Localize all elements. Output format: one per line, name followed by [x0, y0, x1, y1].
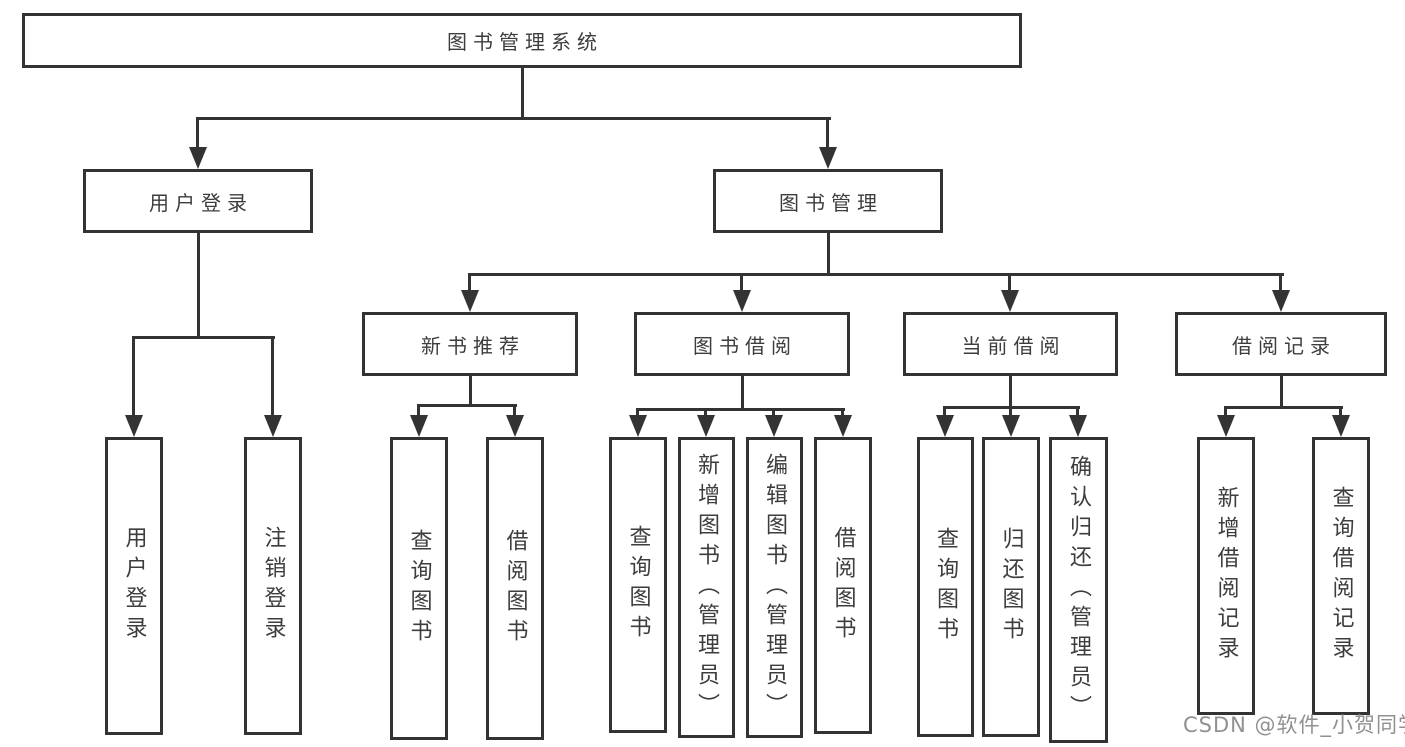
- connector-hline: [636, 408, 845, 411]
- arrow-down-icon: [1272, 290, 1290, 312]
- node-borrow-borrow-book: 借阅图书: [814, 437, 872, 734]
- connector-arrow-shaft: [468, 273, 471, 292]
- node-login: 用户登录: [105, 437, 163, 735]
- arrow-down-icon: [461, 290, 479, 312]
- arrow-down-icon: [697, 415, 715, 437]
- arrow-down-icon: [733, 290, 751, 312]
- connector-arrow-shaft: [1279, 273, 1282, 292]
- node-current-query-book: 查询图书: [917, 437, 974, 737]
- arrow-down-icon: [410, 415, 428, 437]
- connector-arrow-shaft: [704, 408, 707, 417]
- arrow-down-icon: [834, 415, 852, 437]
- node-logout-label: 注销登录: [260, 526, 286, 646]
- node-borrow-records: 借阅记录: [1175, 312, 1387, 376]
- node-borrow-edit-book: 编辑图书（管理员）: [746, 437, 803, 738]
- node-records-add-record-label: 新增借阅记录: [1213, 486, 1239, 666]
- arrow-down-icon: [1001, 290, 1019, 312]
- arrow-down-icon: [765, 415, 783, 437]
- node-recommend-borrow-book: 借阅图书: [486, 437, 544, 740]
- connector-hline: [132, 336, 275, 339]
- connector-arrow-shaft: [1339, 406, 1342, 417]
- arrow-down-icon: [819, 147, 837, 169]
- node-borrow-add-book-label: 新增图书（管理员）: [694, 452, 720, 723]
- arrow-down-icon: [506, 415, 524, 437]
- node-current-return-book-label: 归还图书: [998, 527, 1024, 647]
- node-borrow-add-book: 新增图书（管理员）: [678, 437, 735, 738]
- arrow-down-icon: [936, 415, 954, 437]
- connector-arrow-shaft: [417, 404, 420, 417]
- connector-arrow-shaft: [196, 117, 199, 149]
- connector-arrow-shaft: [1009, 406, 1012, 417]
- connector-arrow-shaft: [943, 406, 946, 417]
- node-new-book-recommend-label: 新书推荐: [421, 333, 525, 358]
- connector-arrow-shaft: [1224, 406, 1227, 417]
- node-current-return-book: 归还图书: [982, 437, 1040, 737]
- connector-hline: [197, 117, 831, 120]
- arrow-down-icon: [1002, 415, 1020, 437]
- node-root: 图书管理系统: [22, 13, 1022, 68]
- connector-arrow-shaft: [132, 336, 135, 417]
- connector-arrow-shaft: [740, 273, 743, 292]
- node-user-login: 用户登录: [83, 169, 313, 233]
- node-book-management-label: 图书管理: [779, 190, 883, 215]
- arrow-down-icon: [1217, 415, 1235, 437]
- node-book-borrow: 图书借阅: [634, 312, 850, 376]
- connector-hline: [1224, 406, 1343, 409]
- node-logout: 注销登录: [244, 437, 302, 735]
- node-book-borrow-label: 图书借阅: [693, 333, 797, 358]
- node-borrow-query-book-label: 查询图书: [625, 525, 651, 645]
- node-new-book-recommend: 新书推荐: [362, 312, 578, 376]
- node-login-label: 用户登录: [121, 526, 147, 646]
- connector-hline: [417, 404, 517, 407]
- node-borrow-edit-book-label: 编辑图书（管理员）: [762, 452, 788, 723]
- node-current-confirm-return-label: 确认归还（管理员）: [1066, 455, 1092, 725]
- csdn-watermark: CSDN @软件_小贺同学: [1183, 713, 1405, 737]
- node-borrow-query-book: 查询图书: [609, 437, 667, 733]
- node-recommend-query-book-label: 查询图书: [406, 528, 432, 649]
- node-root-label: 图书管理系统: [447, 30, 603, 54]
- arrow-down-icon: [264, 415, 282, 437]
- node-records-query-record-label: 查询借阅记录: [1328, 486, 1354, 666]
- arrow-down-icon: [629, 415, 647, 437]
- node-records-add-record: 新增借阅记录: [1197, 437, 1255, 715]
- connector-arrow-shaft: [772, 408, 775, 417]
- node-borrow-records-label: 借阅记录: [1232, 333, 1336, 358]
- node-user-login-label: 用户登录: [149, 190, 253, 215]
- arrow-down-icon: [1332, 415, 1350, 437]
- connector-arrow-shaft: [1076, 406, 1079, 417]
- connector-vline: [1280, 376, 1283, 409]
- node-book-management: 图书管理: [713, 169, 943, 233]
- node-current-borrow-label: 当前借阅: [961, 333, 1066, 358]
- connector-arrow-shaft: [826, 117, 829, 149]
- node-records-query-record: 查询借阅记录: [1312, 437, 1370, 715]
- connector-vline: [741, 376, 744, 411]
- node-current-borrow: 当前借阅: [903, 312, 1118, 376]
- node-borrow-borrow-book-label: 借阅图书: [830, 525, 856, 646]
- arrow-down-icon: [125, 415, 143, 437]
- connector-arrow-shaft: [513, 404, 516, 417]
- connector-vline: [197, 233, 200, 336]
- connector-hline: [468, 273, 1284, 276]
- connector-vline: [1009, 376, 1012, 409]
- connector-vline: [521, 68, 524, 117]
- connector-vline: [827, 233, 830, 276]
- node-recommend-query-book: 查询图书: [390, 437, 448, 740]
- connector-arrow-shaft: [271, 336, 274, 417]
- connector-vline: [469, 376, 472, 407]
- arrow-down-icon: [189, 147, 207, 169]
- connector-arrow-shaft: [636, 408, 639, 417]
- node-current-confirm-return: 确认归还（管理员）: [1049, 437, 1108, 743]
- arrow-down-icon: [1069, 415, 1087, 437]
- connector-arrow-shaft: [841, 408, 844, 417]
- node-recommend-borrow-book-label: 借阅图书: [502, 528, 528, 649]
- connector-arrow-shaft: [1008, 273, 1011, 292]
- node-current-query-book-label: 查询图书: [933, 527, 959, 647]
